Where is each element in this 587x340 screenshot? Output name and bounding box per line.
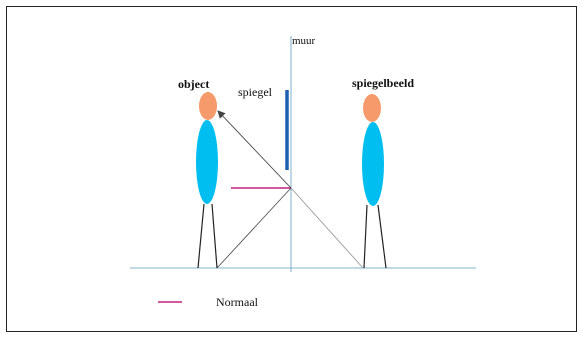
mirror-label: spiegel	[238, 85, 273, 99]
virtual-ray	[290, 187, 364, 269]
object-body	[196, 120, 218, 204]
image-label: spiegelbeeld	[352, 76, 414, 90]
object-right-leg	[211, 203, 218, 269]
image-body	[362, 122, 384, 206]
object-label: object	[178, 77, 209, 91]
legend-normal-label: Normaal	[216, 295, 259, 309]
object-head	[199, 92, 217, 120]
reflected-ray	[217, 110, 292, 189]
incident-ray	[216, 187, 292, 269]
image-head	[363, 94, 381, 122]
object-figure	[196, 92, 218, 269]
object-left-leg	[197, 203, 205, 269]
image-left-leg	[363, 204, 368, 269]
legend: Normaal	[158, 295, 259, 309]
wall-label: muur	[292, 35, 316, 47]
image-right-leg	[377, 204, 387, 269]
image-figure	[362, 94, 387, 269]
